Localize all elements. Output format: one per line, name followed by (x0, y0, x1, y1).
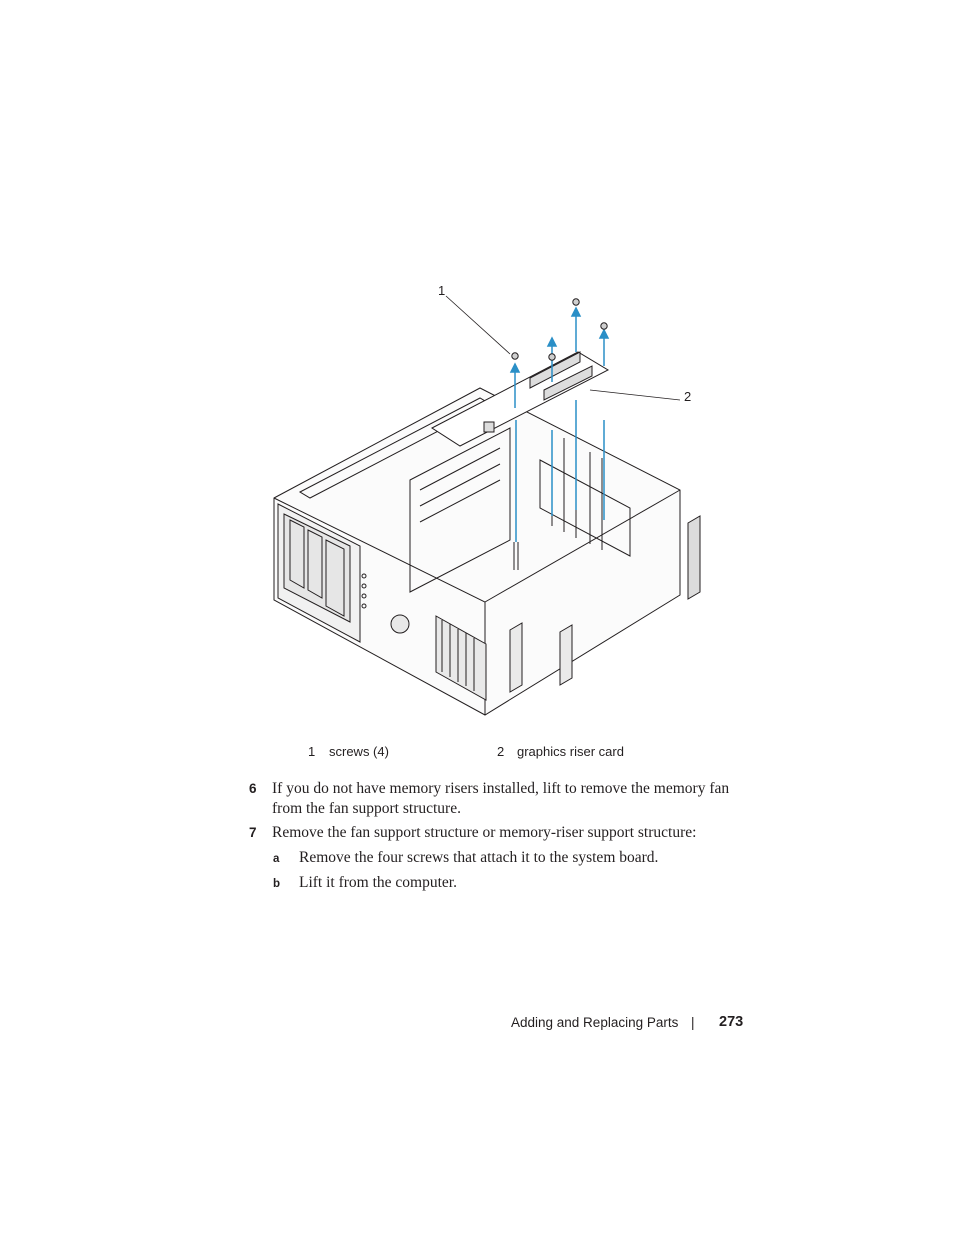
footer-separator: | (691, 1015, 695, 1030)
figure-legend: 1 screws (4) 2 graphics riser card (308, 744, 748, 762)
substep-letter: b (273, 878, 281, 890)
legend-num-2: 2 (497, 744, 505, 759)
page-number: 273 (719, 1014, 744, 1030)
footer-section-title: Adding and Replacing Parts (511, 1015, 679, 1030)
computer-illustration: 1 2 (260, 280, 710, 720)
substep-text: Remove the four screws that attach it to… (299, 849, 659, 866)
callout-1: 1 (438, 283, 446, 298)
step-number: 6 (249, 781, 257, 796)
legend-num-1: 1 (308, 744, 316, 759)
step-text: If you do not have memory risers install… (272, 780, 730, 817)
step-text: Remove the fan support structure or memo… (272, 824, 697, 841)
chassis-drawing (273, 295, 701, 716)
substep-text: Lift it from the computer. (299, 874, 457, 891)
page-footer: Adding and Replacing Parts | 273 (500, 1014, 750, 1034)
legend-label-riser: graphics riser card (517, 744, 624, 759)
step-number: 7 (249, 825, 257, 840)
callout-2: 2 (684, 389, 692, 404)
substep-letter: a (273, 853, 280, 865)
legend-label-screws: screws (4) (329, 744, 389, 759)
